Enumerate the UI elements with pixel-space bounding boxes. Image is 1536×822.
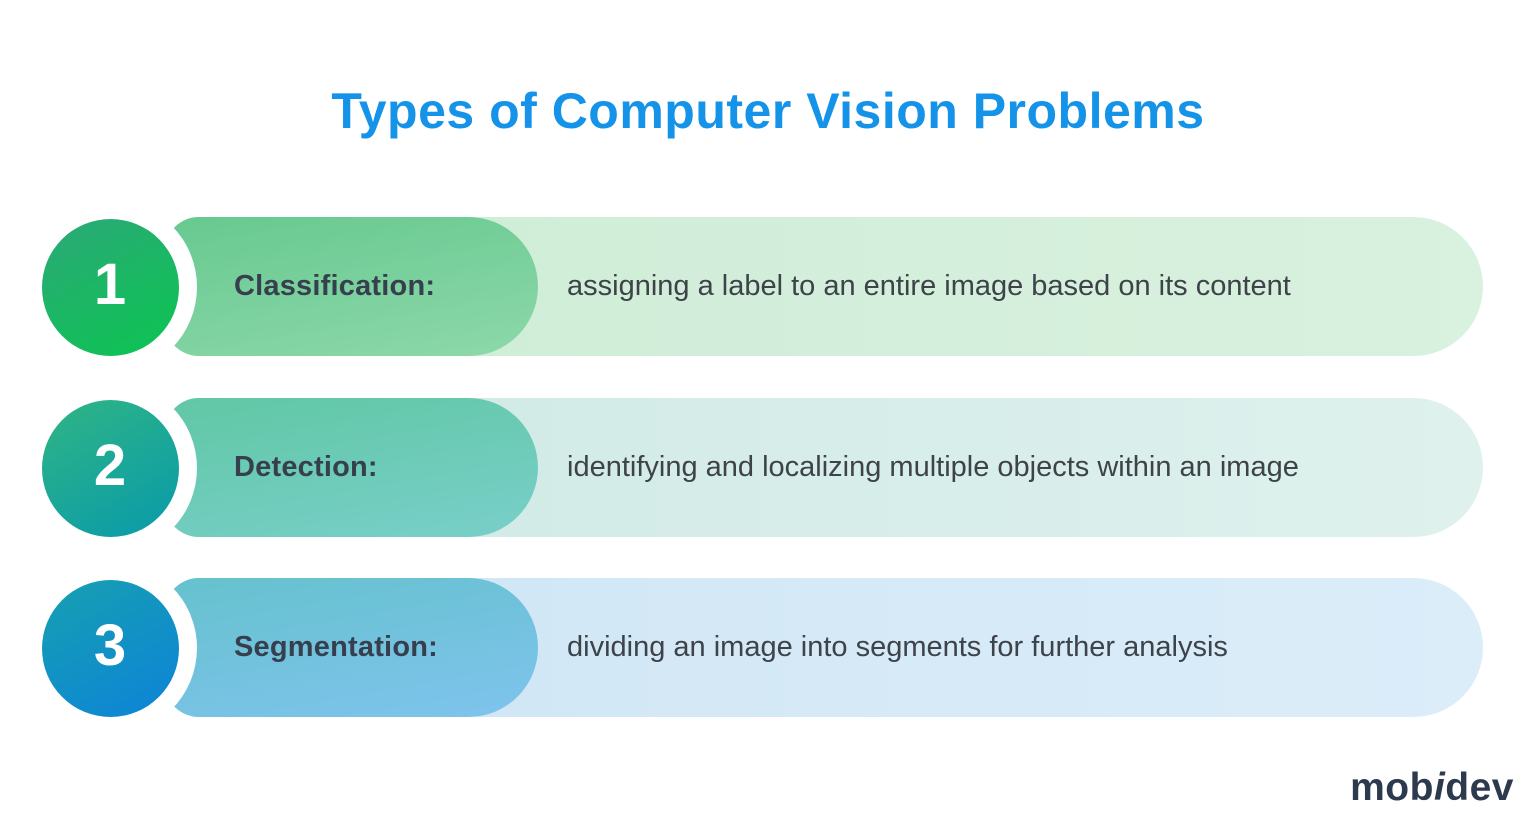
number-ring: 1 [23, 200, 197, 374]
row-label-pill: Classification: [165, 217, 538, 356]
cv-problem-row-detection: Detection: identifying and localizing mu… [0, 381, 1536, 555]
brand-logo: mobidev [1350, 766, 1514, 810]
row-label: Detection: [234, 451, 378, 483]
row-number: 1 [93, 252, 127, 317]
row-label-pill: Detection: [165, 398, 538, 537]
number-ring: 2 [23, 381, 197, 555]
row-description: assigning a label to an entire image bas… [567, 270, 1291, 302]
logo-accent-i: i [1433, 766, 1446, 809]
row-label-pill: Segmentation: [165, 578, 538, 717]
row-label: Classification: [234, 270, 436, 302]
cv-problem-row-segmentation: Segmentation: dividing an image into seg… [0, 561, 1536, 735]
number-circle: 2 [41, 399, 179, 537]
row-label: Segmentation: [234, 631, 438, 663]
number-circle: 1 [41, 218, 179, 356]
logo-text-dev: dev [1445, 766, 1514, 809]
row-description: identifying and localizing multiple obje… [567, 451, 1299, 483]
number-ring: 3 [23, 561, 197, 735]
logo-text-mob: mob [1350, 766, 1434, 809]
page-title: Types of Computer Vision Problems [331, 83, 1205, 139]
row-description: dividing an image into segments for furt… [567, 631, 1228, 663]
row-number: 3 [93, 613, 127, 678]
row-number: 2 [93, 433, 127, 498]
cv-problem-row-classification: Classification: assigning a label to an … [0, 200, 1536, 374]
number-circle: 3 [41, 579, 179, 717]
